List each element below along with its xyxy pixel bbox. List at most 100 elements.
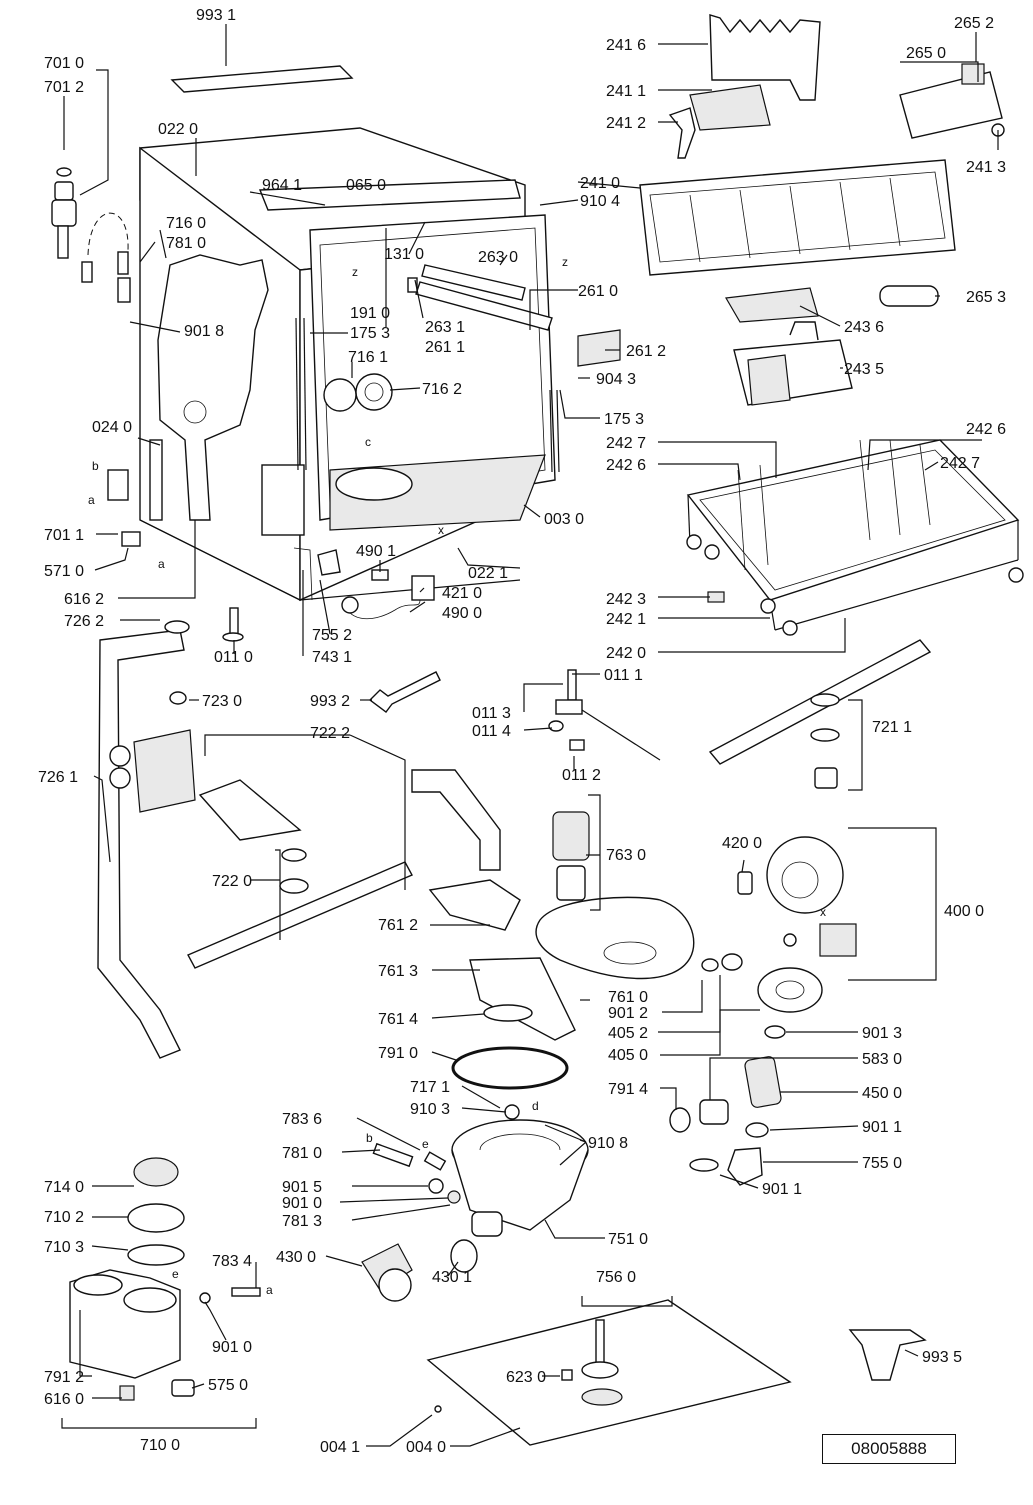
part-callout: 791 2 <box>44 1369 84 1386</box>
part-callout: 261 1 <box>425 339 465 356</box>
part-callout: 242 7 <box>940 455 980 472</box>
part-callout: 717 1 <box>410 1079 450 1096</box>
part-callout: 004 1 <box>320 1439 360 1456</box>
part-callout: 791 4 <box>608 1081 648 1098</box>
part-callout: 761 2 <box>378 917 418 934</box>
part-callout: 714 0 <box>44 1179 84 1196</box>
pump-motor-part <box>737 836 857 1013</box>
part-callout: 241 6 <box>606 37 646 54</box>
part-callout: 901 2 <box>608 1005 648 1022</box>
part-callout: 430 1 <box>432 1269 472 1286</box>
part-callout: 420 0 <box>722 835 762 852</box>
part-callout: 011 4 <box>472 723 511 740</box>
marker-letter: x <box>820 905 826 919</box>
part-callout: 993 2 <box>310 693 350 710</box>
sump-gasket-part <box>451 1046 569 1090</box>
part-callout: 261 0 <box>578 283 618 300</box>
part-callout: 901 0 <box>282 1195 322 1212</box>
parts-artwork <box>51 14 1024 1446</box>
part-callout: 405 2 <box>608 1025 648 1042</box>
part-callout: 781 0 <box>166 235 206 252</box>
marker-letter: c <box>365 435 371 449</box>
filter-housing-part <box>469 957 576 1041</box>
part-callout: 003 0 <box>544 511 584 528</box>
part-callout: 781 0 <box>282 1145 322 1162</box>
part-callout: 755 0 <box>862 1155 902 1172</box>
filter-plate-part <box>535 896 695 980</box>
callout-labels: 993 1 701 0 701 2 022 0 964 1 065 0 241 … <box>38 7 1006 1456</box>
part-callout: 701 0 <box>44 55 84 72</box>
part-callout: 722 2 <box>310 725 350 742</box>
part-callout: 243 5 <box>844 361 884 378</box>
part-callout: 751 0 <box>608 1231 648 1248</box>
part-callout: 716 1 <box>348 349 388 366</box>
marker-letter: a <box>266 1283 273 1297</box>
part-callout: 723 0 <box>202 693 242 710</box>
part-callout: 175 3 <box>604 411 644 428</box>
part-callout: 910 3 <box>410 1101 450 1118</box>
softener-part <box>69 1157 261 1401</box>
wrench-tool-part <box>368 671 441 713</box>
part-callout: 241 1 <box>606 83 646 100</box>
rail-parts <box>295 264 621 473</box>
part-callout: 011 1 <box>604 667 643 684</box>
side-panel-part <box>157 254 269 521</box>
part-callout: 242 7 <box>606 435 646 452</box>
part-callout: 721 1 <box>872 719 912 736</box>
marker-letter: a <box>158 557 165 571</box>
part-callout: 904 3 <box>596 371 636 388</box>
part-callout: 241 3 <box>966 159 1006 176</box>
base-plate-part <box>426 1299 792 1446</box>
part-callout: 242 6 <box>966 421 1006 438</box>
pipe-part <box>411 769 501 871</box>
part-callout: 011 0 <box>214 649 253 666</box>
part-callout: 241 0 <box>580 175 620 192</box>
part-callout: 405 0 <box>608 1047 648 1064</box>
part-callout: 901 0 <box>212 1339 252 1356</box>
part-callout: 011 2 <box>562 767 601 784</box>
part-callout: 263 0 <box>478 249 518 266</box>
part-callout: 901 1 <box>762 1181 802 1198</box>
part-callout: 716 2 <box>422 381 462 398</box>
part-callout: 710 3 <box>44 1239 84 1256</box>
marker-letter: a <box>88 493 95 507</box>
part-callout: 175 3 <box>350 325 390 342</box>
part-callout: 910 8 <box>588 1135 628 1152</box>
part-callout: 243 6 <box>844 319 884 336</box>
part-callout: 263 1 <box>425 319 465 336</box>
part-callout: 722 0 <box>212 873 252 890</box>
part-callout: 791 0 <box>378 1045 418 1062</box>
part-callout: 011 3 <box>472 705 511 722</box>
part-callout: 743 1 <box>312 649 352 666</box>
wiring-part <box>107 469 435 619</box>
part-callout: 241 2 <box>606 115 646 132</box>
part-callout: 191 0 <box>350 305 390 322</box>
part-callout: 421 0 <box>442 585 482 602</box>
part-callout: 761 3 <box>378 963 418 980</box>
part-callout: 490 1 <box>356 543 396 560</box>
marker-letter: d <box>532 1099 539 1113</box>
leveling-leg-part <box>222 607 661 761</box>
part-callout: 065 0 <box>346 177 386 194</box>
part-callout: 761 4 <box>378 1011 418 1028</box>
part-callout: 265 3 <box>966 289 1006 306</box>
riser-port-part <box>109 745 131 767</box>
spray-manifold-part <box>428 879 521 931</box>
funnel-tool-part <box>848 1329 927 1381</box>
part-callout: 131 0 <box>384 246 424 263</box>
small-fittings-part <box>372 1142 461 1204</box>
part-callout: 616 0 <box>44 1391 84 1408</box>
marker-letter: x <box>438 523 444 537</box>
part-callout: 783 6 <box>282 1111 322 1128</box>
part-callout: 583 0 <box>862 1051 902 1068</box>
part-callout: 716 0 <box>166 215 206 232</box>
part-callout: 242 1 <box>606 611 646 628</box>
part-callout: 901 3 <box>862 1025 902 1042</box>
part-callout: 616 2 <box>64 591 104 608</box>
part-callout: 022 0 <box>158 121 198 138</box>
lower-spray-arm-part <box>708 639 932 789</box>
fill-valve-part <box>51 167 131 303</box>
part-callout: 701 1 <box>44 527 84 544</box>
heater-part <box>361 1239 478 1302</box>
